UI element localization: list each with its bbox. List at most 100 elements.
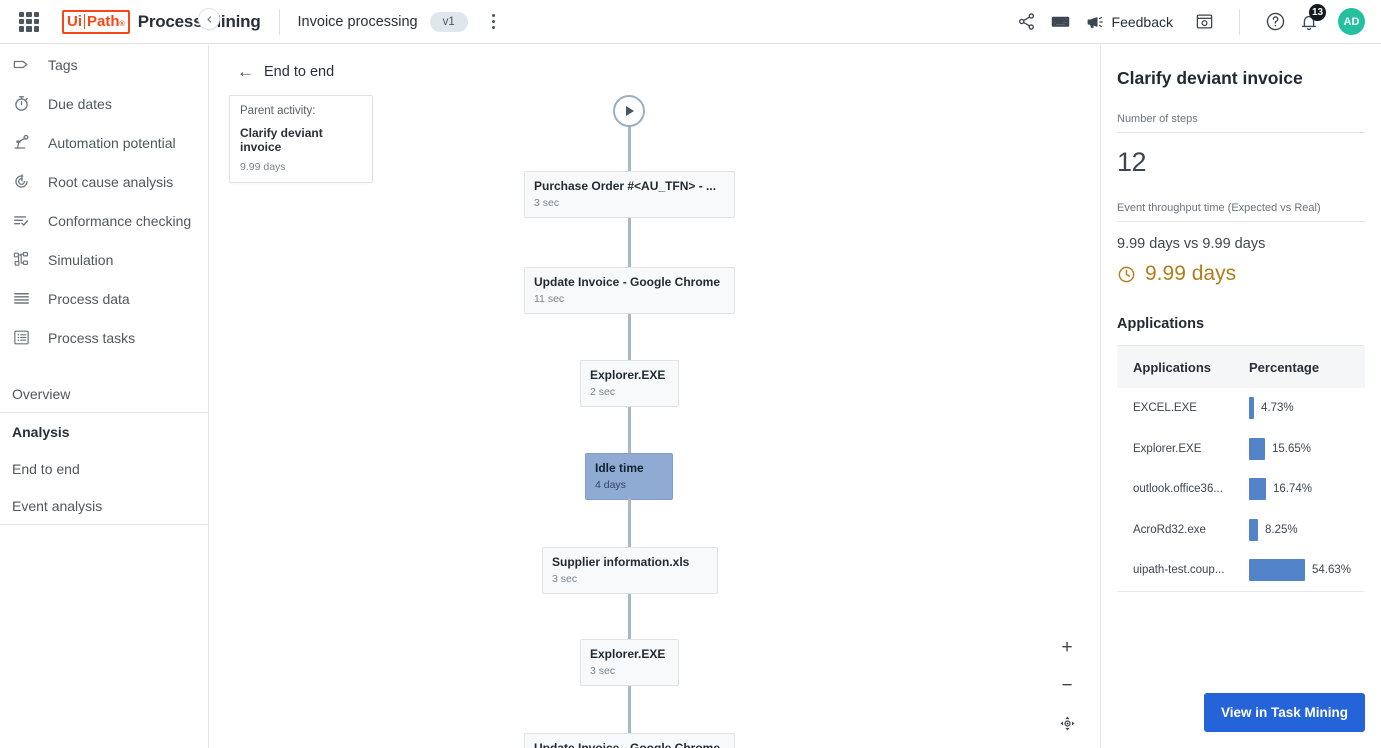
recenter-icon[interactable]: [1056, 712, 1078, 734]
sidebar-item-automation-potential[interactable]: Automation potential: [0, 123, 208, 162]
parent-activity-card: Parent activity: Clarify deviant invoice…: [229, 95, 373, 183]
process-node[interactable]: Update Invoice - Google Chrome 11 sec: [524, 267, 735, 314]
play-icon: [626, 106, 634, 116]
sidebar-item-label: Tags: [48, 56, 78, 73]
keyboard-icon[interactable]: [1044, 5, 1078, 39]
process-node[interactable]: Explorer.EXE 2 sec: [580, 360, 679, 407]
connector: [623, 498, 635, 557]
column-header-percentage: Percentage: [1249, 359, 1320, 375]
percentage-bar: [1249, 437, 1265, 460]
sidebar-item-simulation[interactable]: Simulation: [0, 240, 208, 279]
sidebar-item-end-to-end[interactable]: End to end: [12, 460, 80, 477]
robot-arm-icon: [12, 132, 38, 154]
cell-percentage: 8.25%: [1237, 518, 1365, 541]
table-row[interactable]: Explorer.EXE 15.65%: [1117, 429, 1365, 470]
sidebar-item-overview[interactable]: Overview: [12, 385, 71, 402]
node-title: Explorer.EXE: [590, 368, 666, 382]
sidebar-item-label: Process tasks: [48, 329, 136, 346]
sidebar-item-tags[interactable]: Tags: [0, 45, 208, 84]
throughput-caption: Event throughput time (Expected vs Real): [1117, 202, 1321, 214]
left-sidebar: Tags Due dates Automation potential: [0, 45, 209, 748]
divider: [0, 412, 208, 413]
task-list-icon: [12, 327, 38, 349]
sidebar-item-label: Root cause analysis: [48, 173, 174, 190]
bell-icon[interactable]: 13: [1292, 3, 1326, 39]
zoom-controls: + −: [1056, 636, 1078, 734]
logo-path-text: Path: [87, 12, 120, 30]
percentage-value: 8.25%: [1265, 523, 1298, 536]
throughput-highlight: 9.99 days: [1117, 262, 1365, 286]
screenshot-icon[interactable]: [1187, 5, 1221, 39]
sitemap-icon: [12, 249, 38, 271]
lines-icon: [12, 288, 38, 310]
sidebar-item-root-cause-analysis[interactable]: Root cause analysis: [0, 162, 208, 201]
apps-grid-icon[interactable]: [18, 11, 40, 33]
sidebar-item-label: Due dates: [48, 95, 112, 112]
process-node[interactable]: Update Invoice - Google Chrome: [524, 733, 735, 748]
sidebar-item-event-analysis[interactable]: Event analysis: [12, 497, 103, 514]
cell-percentage: 15.65%: [1237, 437, 1365, 460]
table-row[interactable]: outlook.office36... 16.74%: [1117, 469, 1365, 510]
process-node[interactable]: Purchase Order #<AU_TFN> - ... 3 sec: [524, 171, 735, 218]
sidebar-item-analysis[interactable]: Analysis: [12, 423, 70, 440]
version-badge[interactable]: v1: [429, 11, 468, 32]
process-node[interactable]: Supplier information.xls 3 sec: [542, 547, 718, 594]
cell-application: uipath-test.coup...: [1133, 564, 1225, 577]
flow-diagram: Purchase Order #<AU_TFN> - ... 3 sec Upd…: [209, 45, 1100, 748]
clock-icon: [1118, 266, 1135, 282]
sidebar-item-due-dates[interactable]: Due dates: [0, 84, 208, 123]
top-bar: Ui Path ® Process Mining Invoice process…: [0, 0, 1381, 44]
table-row[interactable]: EXCEL.EXE 4.73%: [1117, 388, 1365, 429]
parent-activity-name: Clarify deviant invoice: [240, 126, 323, 154]
parent-activity-caption: Parent activity:: [240, 105, 316, 117]
zoom-in-button[interactable]: +: [1061, 636, 1073, 658]
uipath-logo-icon: Ui Path ®: [62, 9, 130, 34]
panel-title: Clarify deviant invoice: [1117, 68, 1303, 88]
percentage-value: 4.73%: [1261, 402, 1294, 415]
percentage-value: 16.74%: [1273, 483, 1313, 496]
cell-application: outlook.office36...: [1133, 483, 1223, 496]
divider: [1239, 8, 1240, 35]
parent-activity-duration: 9.99 days: [240, 161, 286, 173]
percentage-bar: [1249, 478, 1266, 501]
node-duration: 3 sec: [552, 573, 578, 585]
top-bar-actions: Feedback 13 AD: [1010, 3, 1381, 39]
table-row[interactable]: AcroRd32.exe 8.25%: [1117, 510, 1365, 551]
node-duration: 11 sec: [534, 293, 565, 305]
feedback-button[interactable]: Feedback: [1111, 13, 1173, 30]
project-name: Invoice processing: [297, 13, 418, 30]
sidebar-item-process-tasks[interactable]: Process tasks: [0, 318, 208, 357]
sidebar-item-label: Conformance checking: [48, 212, 192, 229]
divider: [278, 8, 280, 35]
process-node[interactable]: Explorer.EXE 3 sec: [580, 639, 679, 686]
megaphone-icon[interactable]: [1078, 5, 1112, 39]
table-header: Applications Percentage: [1117, 346, 1365, 388]
arrow-left-icon[interactable]: ←: [237, 62, 254, 81]
table-row[interactable]: uipath-test.coup... 54.63%: [1117, 550, 1365, 591]
kebab-menu-icon[interactable]: [484, 11, 504, 33]
divider: [1117, 221, 1365, 222]
applications-heading: Applications: [1117, 316, 1205, 332]
applications-table: Applications Percentage EXCEL.EXE 4.73% …: [1117, 345, 1365, 592]
target-icon: [12, 171, 38, 193]
brand-logo[interactable]: Ui Path ® Process Mining: [62, 9, 261, 34]
sidebar-collapse-button[interactable]: [198, 8, 220, 30]
start-node[interactable]: [613, 95, 645, 127]
view-in-task-mining-button[interactable]: View in Task Mining: [1203, 693, 1365, 732]
percentage-bar: [1249, 559, 1305, 582]
node-duration: 4 days: [595, 479, 626, 491]
sidebar-item-conformance-checking[interactable]: Conformance checking: [0, 201, 208, 240]
zoom-out-button[interactable]: −: [1061, 674, 1073, 696]
sidebar-item-process-data[interactable]: Process data: [0, 279, 208, 318]
help-circle-icon[interactable]: [1258, 5, 1292, 39]
throughput-comparison: 9.99 days vs 9.99 days: [1117, 236, 1266, 252]
cell-percentage: 16.74%: [1237, 478, 1365, 501]
connector: [623, 218, 635, 277]
idle-time-node[interactable]: Idle time 4 days: [585, 453, 673, 500]
avatar[interactable]: AD: [1338, 8, 1365, 35]
share-icon[interactable]: [1010, 5, 1044, 39]
sidebar-item-label: Simulation: [48, 251, 114, 268]
breadcrumb[interactable]: ← End to end: [237, 63, 334, 80]
process-graph-canvas[interactable]: ← End to end Parent activity: Clarify de…: [209, 45, 1100, 748]
steps-caption: Number of steps: [1117, 113, 1198, 125]
